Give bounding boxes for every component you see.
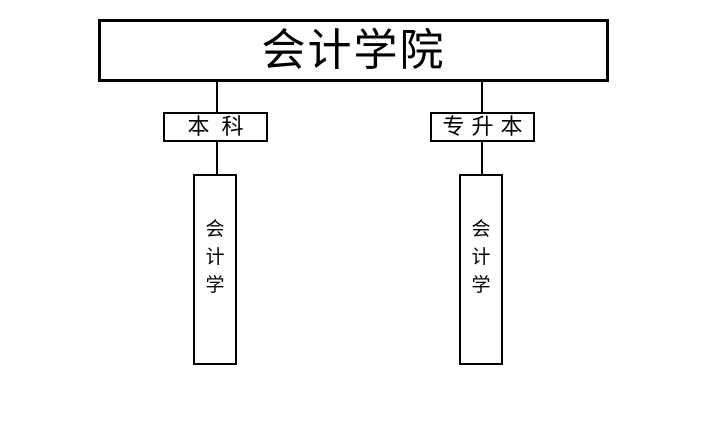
connector-benke-to-leaf bbox=[216, 142, 218, 174]
branch-node-benke: 本科 bbox=[163, 112, 268, 142]
branch-node-zhuanshengben: 专升本 bbox=[430, 112, 535, 142]
leaf-right-char-3: 学 bbox=[471, 275, 491, 296]
leaf-right-char-1: 会 bbox=[471, 219, 491, 240]
connector-root-to-zhuanshengben bbox=[481, 82, 483, 112]
leaf-left-char-3: 学 bbox=[205, 275, 225, 296]
branch-node-zhuanshengben-label: 专升本 bbox=[442, 114, 530, 139]
root-node-label: 会计学院 bbox=[261, 25, 446, 75]
leaf-left-char-2: 计 bbox=[205, 247, 225, 268]
leaf-node-kuaijixue-left: 会 计 学 bbox=[193, 174, 237, 365]
root-node: 会计学院 bbox=[98, 19, 609, 82]
connector-zhuanshengben-to-leaf bbox=[481, 142, 483, 174]
connector-root-to-benke bbox=[216, 82, 218, 112]
leaf-node-kuaijixue-right: 会 计 学 bbox=[459, 174, 503, 365]
leaf-right-char-2: 计 bbox=[471, 247, 491, 268]
leaf-left-char-1: 会 bbox=[205, 219, 225, 240]
branch-node-benke-label: 本科 bbox=[187, 114, 256, 139]
